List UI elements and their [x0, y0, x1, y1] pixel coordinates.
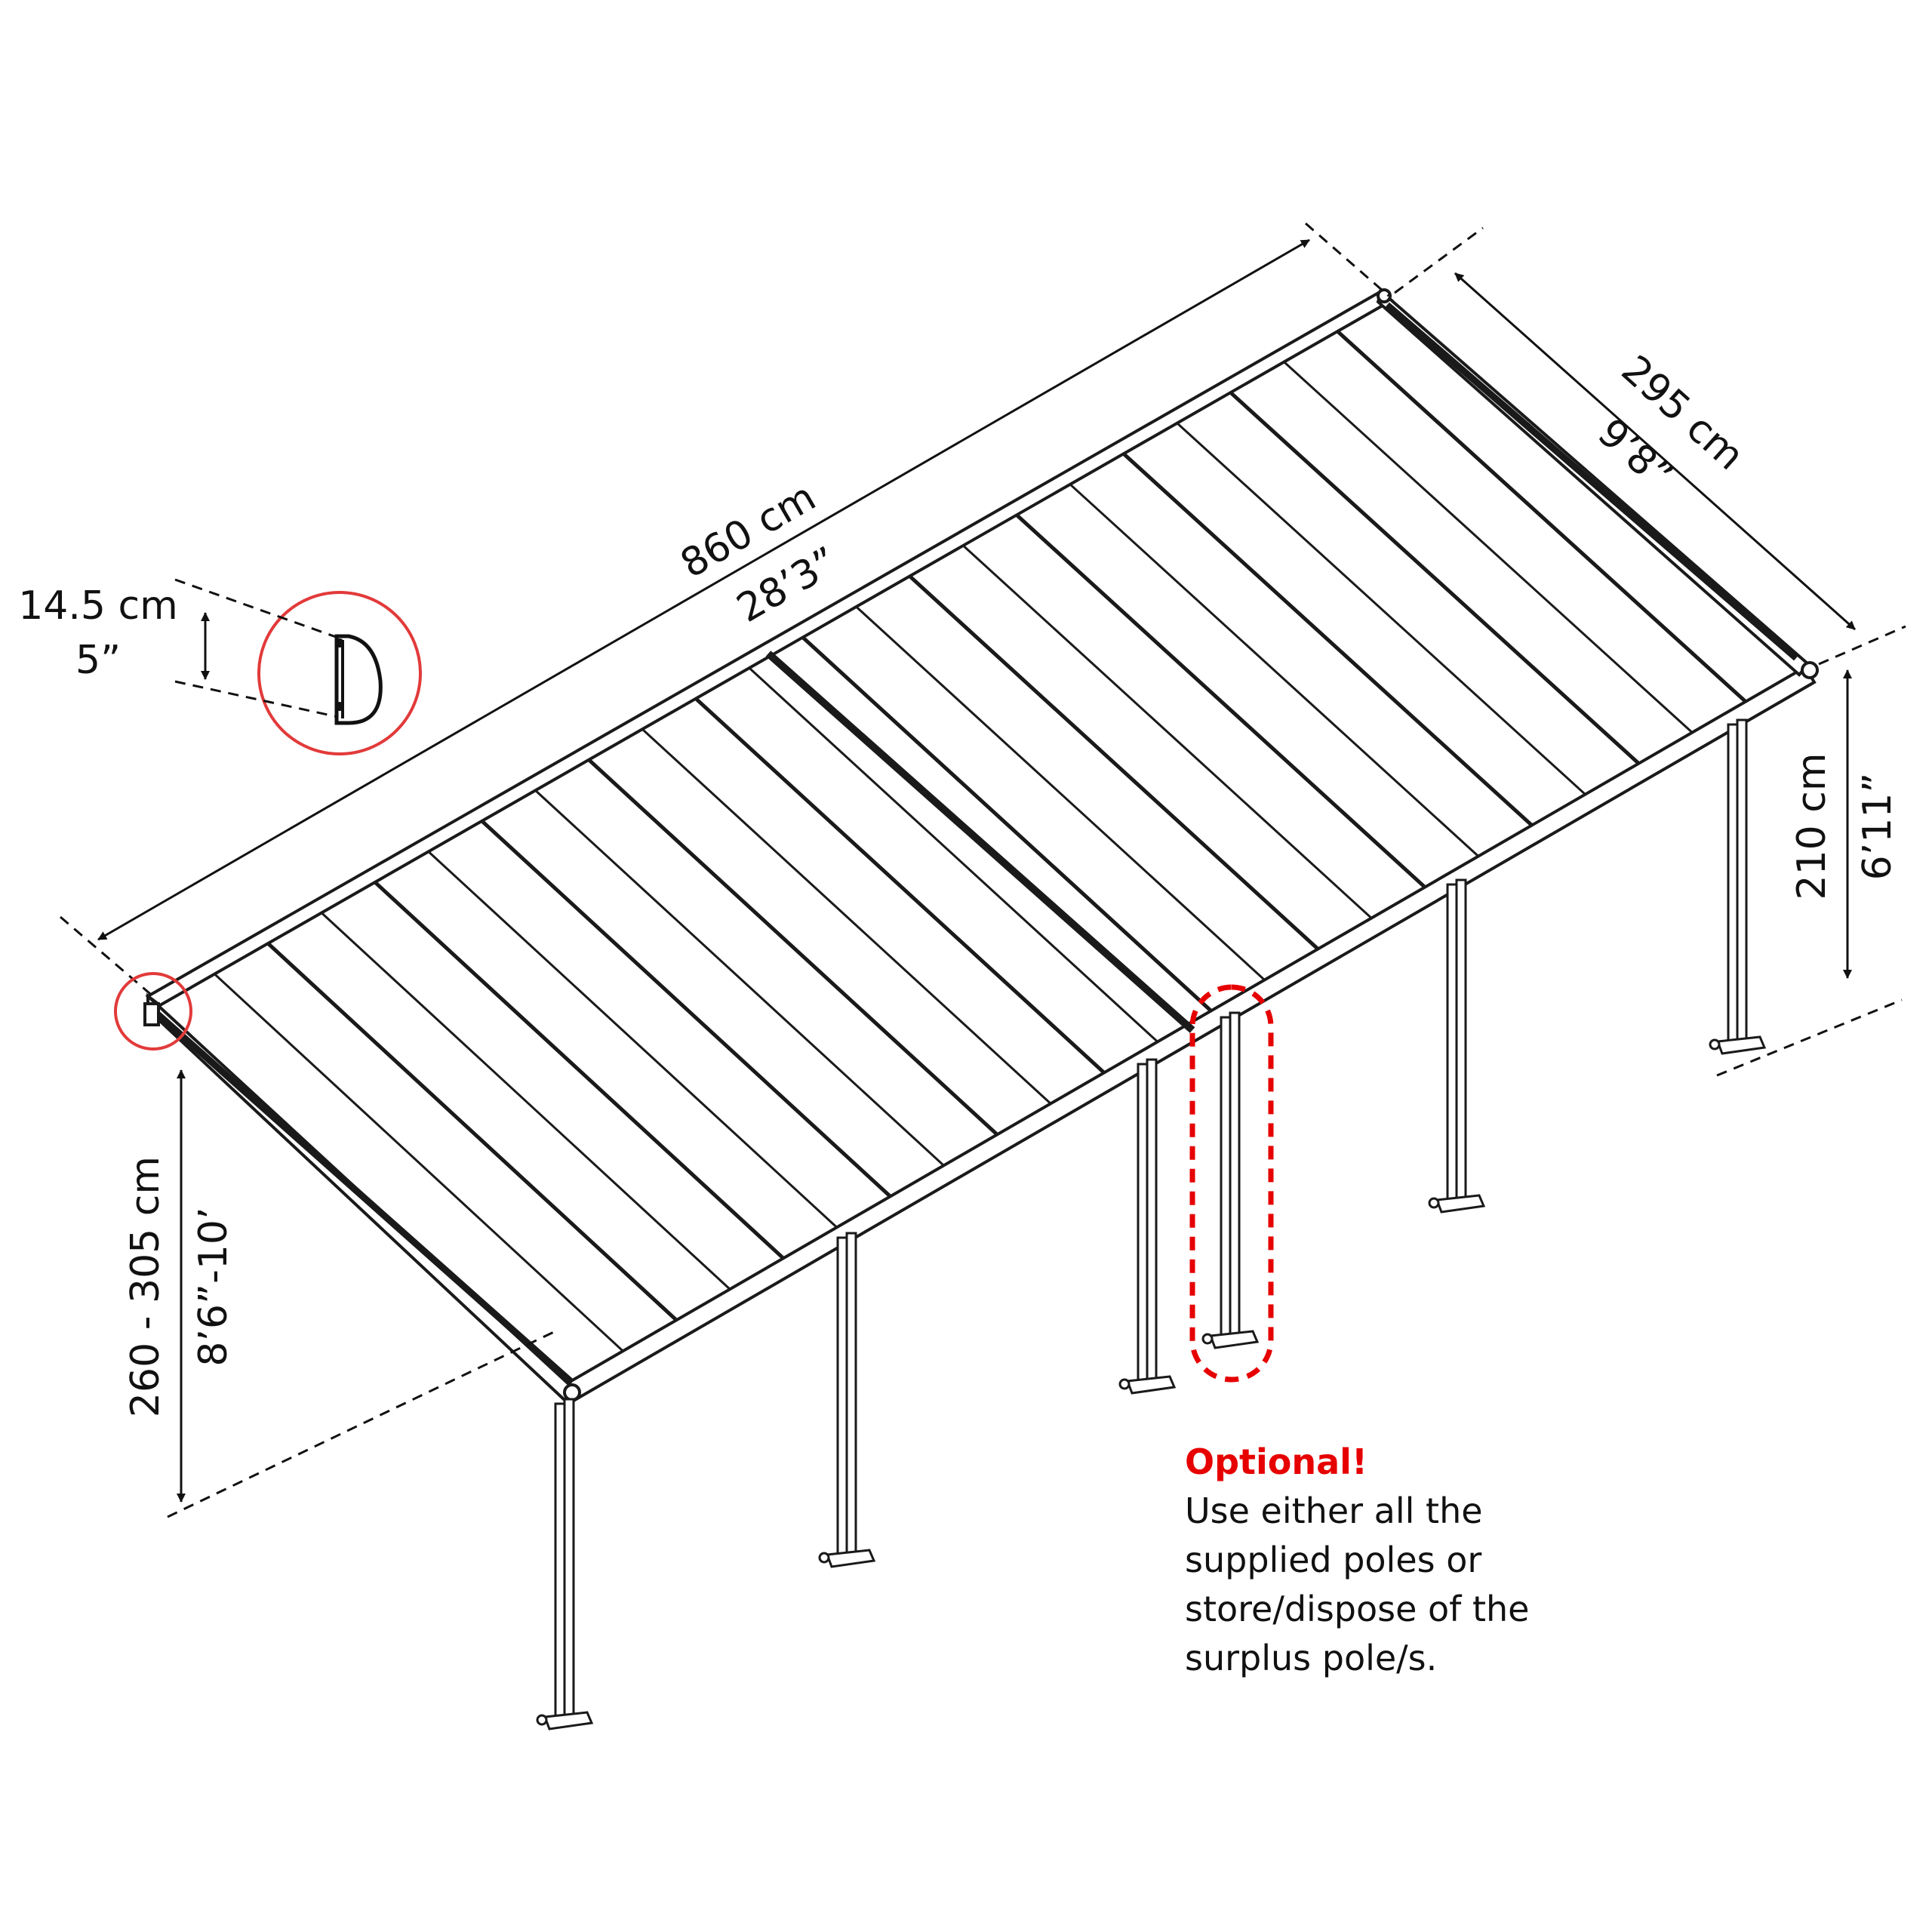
post-bolt [1709, 1038, 1721, 1051]
detail-callout-circle [257, 591, 422, 755]
post-half [1736, 718, 1748, 1043]
roof-panel-line [904, 571, 1325, 956]
low-height-ext-bottom [1716, 998, 1903, 1077]
post-foot [1208, 1330, 1260, 1349]
post-bolt [818, 1552, 830, 1564]
roof-panel-line [851, 601, 1272, 986]
front-right-cap [1801, 661, 1819, 679]
width-ext-top [1394, 226, 1484, 294]
post-half [1220, 1016, 1232, 1337]
width-arrow [1454, 272, 1856, 631]
detail-source-circle [114, 972, 192, 1051]
note-line: supplied poles or [1185, 1540, 1482, 1580]
support-post [1201, 1011, 1260, 1349]
roof-panel-line [1011, 509, 1432, 894]
profile-dot-bottom [335, 702, 344, 711]
roof-panel-line [371, 878, 791, 1266]
width-dimension: 295 cm 9’8” [1394, 226, 1906, 666]
length-ext-right [1305, 222, 1389, 297]
roof-panel-line [744, 663, 1164, 1048]
center-rafter [765, 651, 1195, 1033]
roof-panel-line [211, 971, 629, 1358]
roof-panel-line [263, 939, 684, 1327]
length-dimension: 860 cm 28’3” [60, 222, 1389, 999]
note-title: Optional! [1185, 1441, 1367, 1482]
post-foot [1435, 1194, 1486, 1214]
high-height-imperial-label: 8’6”-10’ [191, 1207, 236, 1366]
roof-panel-line [424, 848, 844, 1234]
post-half [845, 1232, 857, 1556]
low-height-cm-label: 210 cm [1789, 752, 1835, 900]
wall-beam [145, 289, 1395, 1008]
support-post [818, 1232, 876, 1568]
support-post [536, 1398, 594, 1730]
post-half [1727, 723, 1739, 1043]
high-height-cm-label: 260 - 305 cm [123, 1156, 168, 1417]
roof-panel-line [1117, 448, 1540, 832]
low-height-imperial-label: 6’11” [1855, 773, 1900, 881]
post-bolt [1201, 1333, 1214, 1345]
profile-cm-label: 14.5 cm [18, 583, 178, 629]
back-right-cap [1377, 288, 1392, 303]
roof-panel-line [1064, 479, 1485, 863]
post-bolt [1428, 1197, 1440, 1209]
front-gutter-beam [562, 665, 1817, 1403]
low-height-dimension: 210 cm 6’11” [1716, 669, 1903, 1077]
length-ext-left [60, 915, 155, 999]
front-left-cap [563, 1383, 581, 1401]
post-half [1455, 878, 1467, 1201]
width-ext-bottom [1818, 625, 1906, 666]
support-post [1709, 718, 1767, 1055]
roof-panel-line [958, 540, 1379, 924]
post-half [1137, 1063, 1149, 1383]
right-side-rail [1385, 302, 1798, 661]
profile-imperial-label: 5” [75, 638, 121, 683]
support-post [1118, 1058, 1177, 1395]
note-line: surplus pole/s. [1185, 1638, 1438, 1678]
roof-panel-line [797, 632, 1219, 1018]
roof-panel-line [1278, 356, 1700, 740]
left-side-rail [155, 1011, 574, 1386]
roof-panel-line [691, 694, 1112, 1080]
roof-panel-line [477, 816, 897, 1204]
post-foot [1125, 1375, 1177, 1395]
roof-panel-line [638, 724, 1057, 1110]
profile-dot-top [335, 638, 344, 648]
post-bolt [1118, 1378, 1131, 1390]
support-posts [536, 718, 1767, 1730]
post-foot [543, 1711, 594, 1730]
roof-panel-line [318, 909, 737, 1296]
post-foot [825, 1549, 876, 1568]
roof-panel-line [1224, 386, 1647, 771]
post-half [563, 1398, 575, 1718]
profile-ext-top [174, 578, 339, 639]
note-line: store/dispose of the [1185, 1589, 1530, 1629]
post-half [1446, 883, 1458, 1201]
roof-panel-line [583, 755, 1004, 1142]
high-height-dimension: 260 - 305 cm 8’6”-10’ [123, 1069, 559, 1518]
optional-note: Optional! Use either all the supplied po… [1185, 1438, 1713, 1683]
post-half [836, 1236, 848, 1556]
post-half [1146, 1058, 1158, 1383]
profile-detail: 14.5 cm 5” [18, 578, 422, 1051]
post-half [554, 1402, 566, 1718]
note-line: Use either all the [1185, 1491, 1483, 1531]
support-post [1428, 878, 1486, 1214]
roof-panel-line [1331, 325, 1753, 709]
wall-bracket-end [143, 1002, 160, 1026]
post-half [1229, 1011, 1241, 1337]
optional-post-highlight [1189, 984, 1274, 1383]
gutter-profile-shape [334, 634, 383, 725]
post-bolt [536, 1714, 548, 1726]
profile-ext-bottom [174, 680, 339, 718]
roof-frame [143, 288, 1819, 1403]
roof-panel-line [1171, 417, 1592, 801]
post-foot [1715, 1035, 1767, 1055]
roof-panel-line [531, 786, 951, 1172]
length-arrow [97, 238, 1310, 941]
